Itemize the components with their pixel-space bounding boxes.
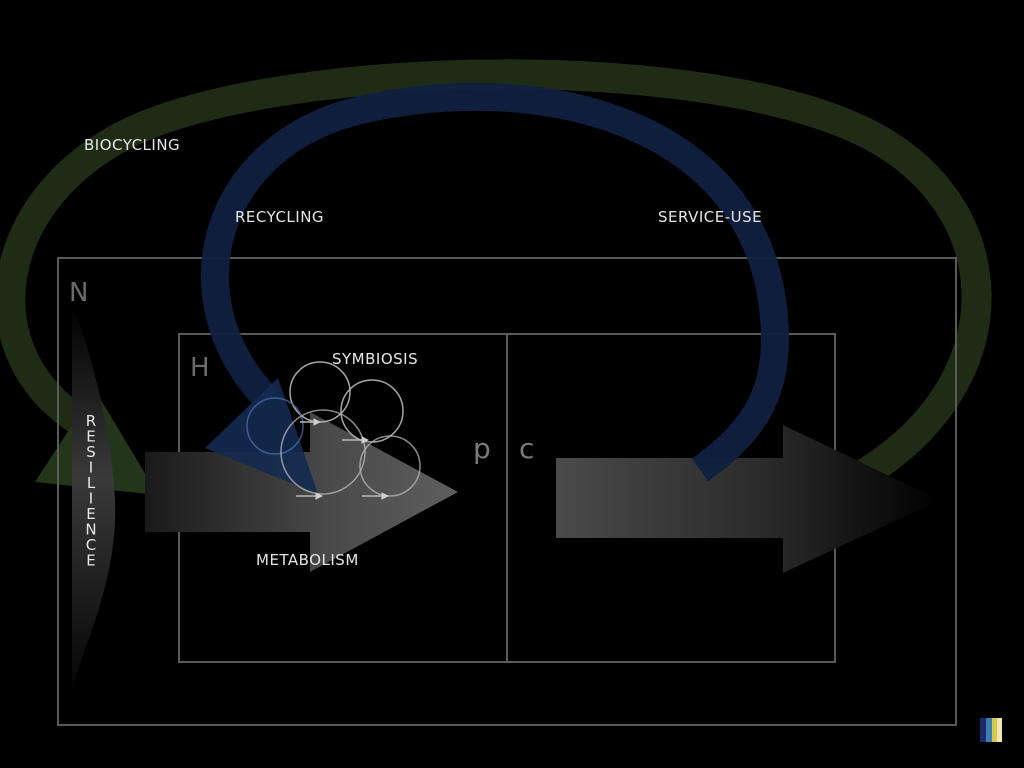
color-swatch-icon [980,718,1002,742]
outer-box-n [57,257,957,726]
p-label: p [473,432,491,465]
service-use-arrow [556,425,940,573]
resilience-wedge [72,305,116,690]
metabolism-label: METABOLISM [256,551,359,569]
symbiosis-label: SYMBIOSIS [332,350,418,368]
service-use-label: SERVICE-USE [658,208,762,226]
h-label: H [190,353,210,383]
n-label: N [69,278,88,308]
c-label: c [519,432,534,465]
recycling-loop [200,82,789,494]
symbiosis-circles [246,361,421,500]
biocycling-label: BIOCYCLING [84,136,180,154]
recycling-label: RECYCLING [235,208,324,226]
